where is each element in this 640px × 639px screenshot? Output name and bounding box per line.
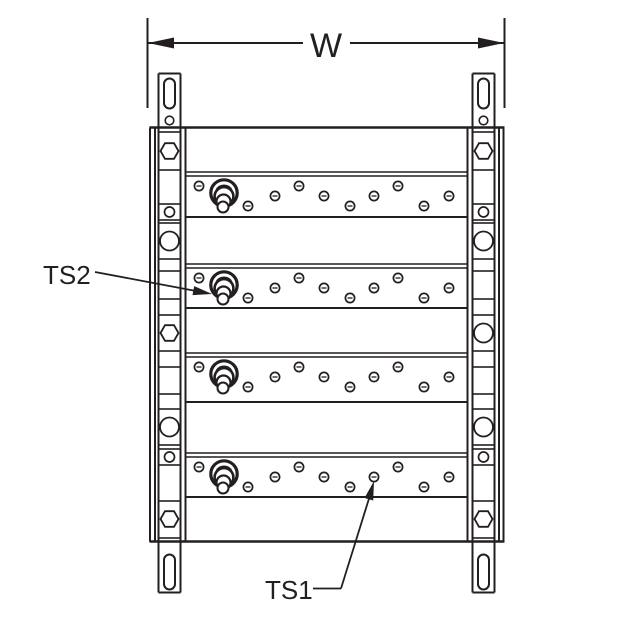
left-rail [149, 72, 187, 594]
hex-bolt-icon [473, 142, 494, 160]
screw-holes [193, 361, 455, 393]
terminal-strip-1 [185, 171, 468, 218]
screw-holes [193, 461, 455, 493]
screw-holes [193, 272, 455, 304]
mounting-slot-top [163, 77, 176, 110]
rail-holes [471, 131, 496, 539]
ts1-leader-line-diagonal [340, 496, 371, 589]
right-rail [466, 72, 505, 594]
bolt-icon [209, 270, 239, 306]
screw-holes [193, 180, 455, 212]
mounting-slot-bottom [477, 553, 490, 591]
mounting-slot-bottom [163, 553, 176, 591]
ts2-label: TS2 [43, 260, 91, 290]
hex-bolt-icon [473, 510, 494, 528]
terminal-strip-4 [185, 452, 468, 498]
bolt-icon [209, 359, 239, 395]
dimension-arrowhead-right-icon [478, 37, 504, 49]
mounting-slot-top [477, 77, 490, 110]
ts2-callout: TS2 [43, 260, 212, 296]
assembly-frame [149, 72, 505, 594]
width-dimension-label: W [310, 27, 342, 65]
hex-bolt-icon [159, 510, 180, 528]
rail-holes [157, 131, 182, 539]
ts2-leader-line [94, 271, 195, 292]
bolt-icon [209, 178, 239, 214]
terminal-strip-3 [185, 352, 468, 403]
terminal-strip-2 [185, 263, 468, 309]
frame-edges [149, 126, 505, 543]
hex-bolt-icon [159, 142, 180, 160]
dimension-arrowhead-left-icon [148, 37, 174, 49]
hex-bolt-icon [159, 324, 180, 342]
bolt-icon [209, 459, 239, 495]
ts1-leader-arrowhead-icon [364, 481, 374, 501]
ts2-leader-arrowhead-icon [192, 286, 212, 296]
ts1-label: TS1 [265, 575, 313, 605]
ts1-callout: TS1 [265, 481, 374, 605]
width-dimension: W [146, 18, 506, 108]
